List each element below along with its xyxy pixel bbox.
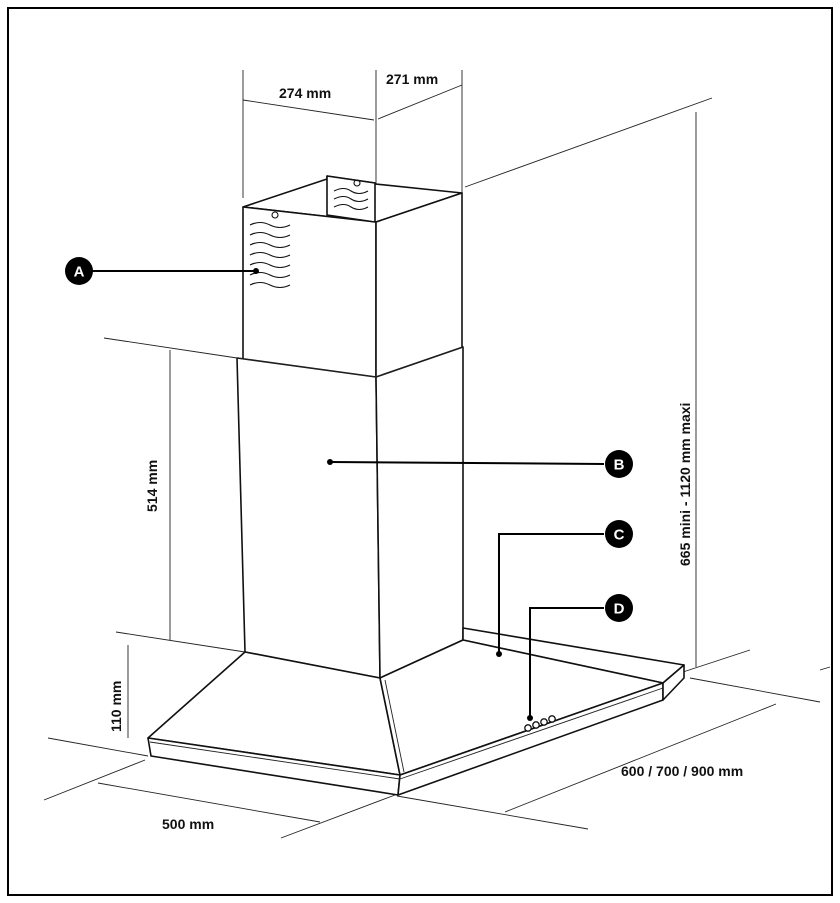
callout-leaders	[92, 268, 605, 721]
dim-hood-depth: 500 mm	[162, 816, 214, 832]
dim-canopy-height: 110 mm	[108, 681, 124, 732]
dim-chimney-depth: 271 mm	[386, 71, 438, 87]
callout-a-label: A	[74, 264, 85, 281]
upper-chimney	[242, 175, 463, 379]
border	[7, 7, 833, 896]
callout-b-label: B	[614, 457, 625, 474]
callout-c: C	[605, 520, 633, 548]
dim-chimney-width: 274 mm	[279, 85, 331, 101]
dimension-lines	[43, 70, 831, 839]
dim-hood-width: 600 / 700 / 900 mm	[621, 763, 743, 779]
dim-lower-chimney-height: 514 mm	[144, 460, 160, 512]
callout-d-label: D	[614, 601, 625, 618]
dim-total-height: 665 mini - 1120 mm maxi	[677, 403, 693, 566]
callout-c-label: C	[614, 527, 625, 544]
lower-chimney	[236, 346, 464, 679]
vent-slots-a	[249, 179, 369, 289]
callout-d: D	[605, 594, 633, 622]
callout-b: B	[605, 450, 633, 478]
callout-a: A	[65, 257, 93, 285]
hood-canopy	[147, 627, 685, 796]
